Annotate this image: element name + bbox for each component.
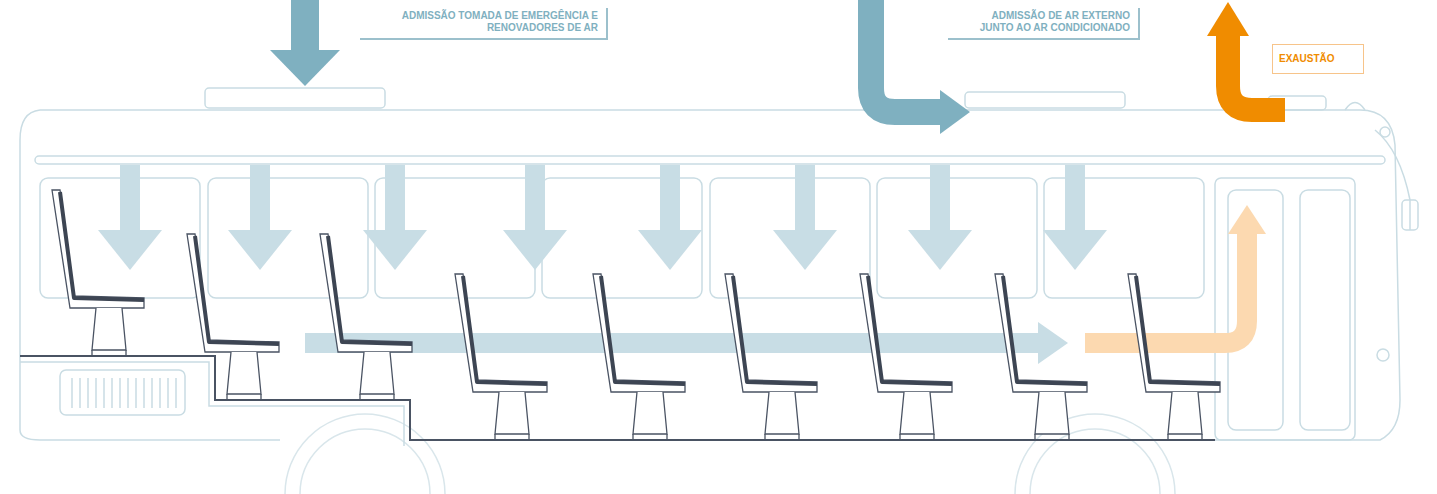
internal-air-arrow-part <box>385 165 405 230</box>
bus-body-part <box>1375 130 1410 230</box>
bus-body-part <box>40 110 1400 440</box>
internal-air-arrow-part <box>305 333 1040 353</box>
exhaust-arrow <box>1207 2 1285 110</box>
internal-air-arrow-part <box>1038 322 1068 364</box>
internal-air-arrow-part <box>363 230 427 270</box>
internal-air-arrow-part <box>908 230 972 270</box>
internal-exhaust-arrow-part <box>1085 232 1247 343</box>
internal-exhaust-arrow <box>1085 205 1266 343</box>
internal-air-arrow-part <box>250 165 270 230</box>
internal-air-arrow-part <box>795 165 815 230</box>
ac-intake-arrow-part <box>871 0 942 112</box>
internal-air-arrow-part <box>773 230 837 270</box>
internal-air-arrow-part <box>1065 165 1085 230</box>
exhaust-callout-box: EXAUSTÃO <box>1272 44 1364 74</box>
floor-edge-part <box>20 362 404 446</box>
internal-air-arrow-part <box>228 230 292 270</box>
bus-body-part <box>60 370 185 415</box>
internal-air-arrow-part <box>503 230 567 270</box>
bus-body-part <box>1345 103 1365 111</box>
exhaust-arrow-part <box>1207 2 1249 36</box>
wheel-part <box>1030 429 1160 494</box>
intake-arrow-part <box>291 0 319 52</box>
internal-air-arrow-part <box>525 165 545 230</box>
internal-air-arrow-part <box>638 230 702 270</box>
internal-air-arrow-part <box>1043 230 1107 270</box>
intake-arrow-part <box>270 50 340 86</box>
bus-body-part <box>877 178 1037 298</box>
bus-body-part <box>1377 349 1389 361</box>
bus-body-part <box>1380 127 1390 137</box>
engine-grille <box>72 378 176 408</box>
passenger-seat-part <box>52 190 144 356</box>
passenger-seat-part <box>320 234 412 400</box>
bus-body-part <box>20 110 280 440</box>
bus-body <box>20 88 1418 440</box>
passenger-seat-part <box>725 274 817 440</box>
internal-air-arrow-part <box>98 230 162 270</box>
bus-body-part <box>1300 190 1350 430</box>
ac-intake-arrow-part <box>940 90 970 134</box>
callout-box: ADMISSÃO DE AR EXTERNO JUNTO AO AR CONDI… <box>948 8 1140 40</box>
bus-body-part <box>205 88 385 108</box>
passenger-seat-part <box>593 274 685 440</box>
bus-body-part <box>1215 178 1355 440</box>
bus-body-part <box>1402 200 1418 230</box>
passenger-seat-part <box>860 274 952 440</box>
bus-body-part <box>965 92 1125 108</box>
exhaust-arrow-part <box>1228 34 1285 110</box>
passenger-seat-part <box>187 234 279 400</box>
passenger-seat-part <box>455 274 547 440</box>
internal-air-arrow-part <box>930 165 950 230</box>
callout-box: ADMISSÃO TOMADA DE EMERGÊNCIA E RENOVADO… <box>360 8 608 40</box>
bus-body-part <box>35 156 1385 164</box>
passenger-seat-part <box>995 274 1087 440</box>
bus-body-part <box>208 178 368 298</box>
passenger-seat <box>52 190 1220 440</box>
callout-text: ADMISSÃO DE AR EXTERNO JUNTO AO AR CONDI… <box>956 10 1130 34</box>
wheel-part <box>285 414 445 494</box>
passenger-seat-part <box>1128 274 1220 440</box>
internal-exhaust-arrow-part <box>1228 205 1266 234</box>
ac-intake-arrow <box>871 0 970 134</box>
floor-edge <box>20 362 404 446</box>
callout-text: EXAUSTÃO <box>1279 53 1357 65</box>
engine-grille-part <box>72 378 176 408</box>
callout-text: ADMISSÃO TOMADA DE EMERGÊNCIA E RENOVADO… <box>368 10 598 34</box>
internal-air-arrow-part <box>120 165 140 230</box>
internal-air-arrow-part <box>660 165 680 230</box>
intake-arrow <box>270 0 340 86</box>
